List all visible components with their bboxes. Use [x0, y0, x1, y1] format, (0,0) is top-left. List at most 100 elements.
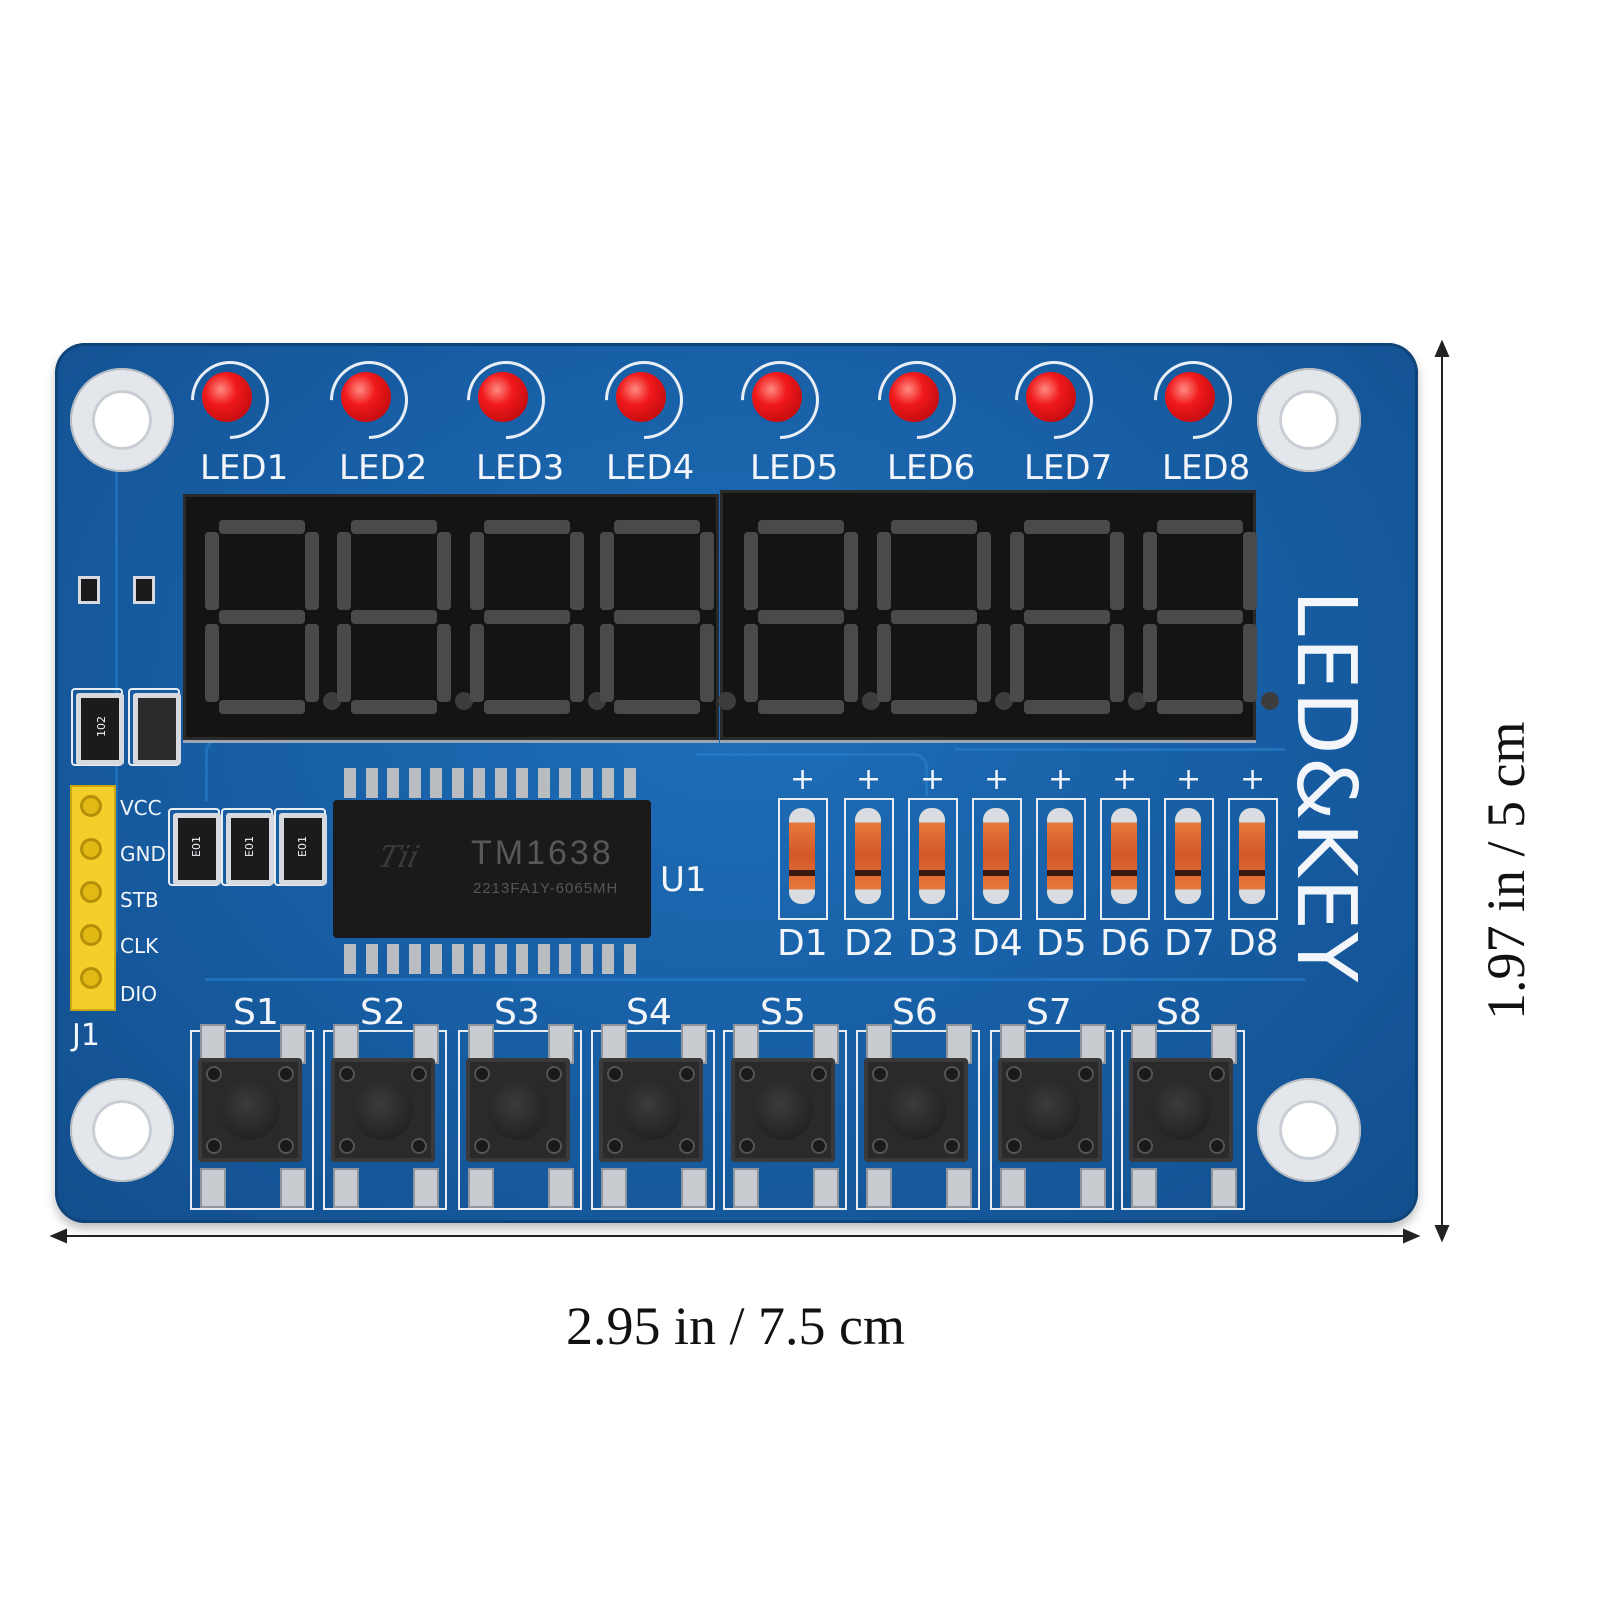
led-label: LED3	[476, 448, 565, 488]
height-dimension-label: 1.97 in / 5 cm	[1476, 721, 1536, 1020]
switch-button[interactable]	[220, 1080, 280, 1140]
mounting-hole-top-right	[1257, 368, 1361, 472]
switch-outline	[190, 1030, 314, 1210]
switch-label: S7	[1026, 992, 1072, 1033]
switch-corner-dot	[607, 1066, 623, 1082]
chip-pin	[365, 768, 378, 798]
red-led	[478, 372, 528, 422]
switch-outline	[856, 1030, 980, 1210]
pin-label-vcc: VCC	[120, 796, 162, 820]
display-segment	[437, 532, 451, 610]
decimal-point	[718, 692, 736, 710]
diode-polarity-mark: +	[984, 762, 1010, 797]
arrow-left-icon	[49, 1228, 67, 1244]
display-segment	[305, 624, 319, 702]
tactile-switch[interactable]	[599, 1058, 703, 1162]
tactile-switch[interactable]	[198, 1058, 302, 1162]
switch-button[interactable]	[353, 1080, 413, 1140]
switch-button[interactable]	[886, 1080, 946, 1140]
switch-corner-dot	[944, 1066, 960, 1082]
diode-outline	[1228, 798, 1278, 920]
switch-button[interactable]	[621, 1080, 681, 1140]
display-segment	[205, 624, 219, 702]
switch-leg	[1131, 1168, 1157, 1208]
display-segment	[1110, 532, 1124, 610]
display-segment	[1157, 700, 1243, 714]
trace	[955, 748, 1285, 771]
switch-leg	[946, 1168, 972, 1208]
diode	[1111, 808, 1137, 904]
switch-leg	[1080, 1168, 1106, 1208]
display-segment	[891, 610, 977, 624]
switch-leg	[866, 1024, 892, 1064]
diode	[983, 808, 1009, 904]
display-segment	[337, 624, 351, 702]
switch-leg	[813, 1168, 839, 1208]
switch-leg	[681, 1024, 707, 1064]
switch-corner-dot	[1209, 1066, 1225, 1082]
display-segment	[484, 610, 570, 624]
pin-label-stb: STB	[120, 888, 159, 912]
chip-pin	[494, 768, 507, 798]
switch-outline	[1121, 1030, 1245, 1210]
tactile-switch[interactable]	[466, 1058, 570, 1162]
display-segment	[205, 532, 219, 610]
display-segment	[351, 700, 437, 714]
switch-label: S6	[892, 992, 938, 1033]
display-segment	[1024, 520, 1110, 534]
red-led	[341, 372, 391, 422]
display-segment	[1243, 532, 1257, 610]
display-segment	[700, 532, 714, 610]
diode-label: D3	[908, 923, 959, 964]
display-segment	[1243, 624, 1257, 702]
display-segment	[977, 624, 991, 702]
diode-label: D8	[1228, 923, 1279, 964]
display-segment	[470, 532, 484, 610]
diode-outline	[1036, 798, 1086, 920]
header-pin	[80, 967, 102, 989]
chip-pin	[430, 768, 442, 798]
switch-corner-dot	[607, 1138, 623, 1154]
decimal-point	[995, 692, 1013, 710]
header-pin	[80, 881, 102, 903]
switch-button[interactable]	[1151, 1080, 1211, 1140]
header-pin	[80, 838, 102, 860]
diode-outline	[844, 798, 894, 920]
tactile-switch[interactable]	[864, 1058, 968, 1162]
smd-capacitor: E01	[279, 813, 327, 885]
display-segment	[437, 624, 451, 702]
switch-leg	[280, 1168, 306, 1208]
tactile-switch[interactable]	[998, 1058, 1102, 1162]
diode-polarity-mark: +	[856, 762, 882, 797]
tactile-switch[interactable]	[331, 1058, 435, 1162]
chip-pin	[408, 768, 421, 798]
tactile-switch[interactable]	[1129, 1058, 1233, 1162]
switch-label: S5	[760, 992, 806, 1033]
display-segment	[877, 532, 891, 610]
switch-corner-dot	[411, 1138, 427, 1154]
chip-pin	[516, 768, 528, 798]
width-dimension-label: 2.95 in / 7.5 cm	[566, 1296, 905, 1356]
switch-corner-dot	[944, 1138, 960, 1154]
trace	[695, 753, 928, 796]
chip-pin	[580, 768, 593, 798]
display-segment	[470, 624, 484, 702]
switch-button[interactable]	[1020, 1080, 1080, 1140]
switch-corner-dot	[811, 1066, 827, 1082]
smd-capacitor: E01	[173, 813, 221, 885]
switch-corner-dot	[739, 1066, 755, 1082]
led-label: LED8	[1162, 448, 1251, 488]
switch-button[interactable]	[753, 1080, 813, 1140]
display-segment	[1110, 624, 1124, 702]
chip-pin	[344, 944, 356, 974]
switch-button[interactable]	[488, 1080, 548, 1140]
switch-corner-dot	[679, 1138, 695, 1154]
chip-pin	[387, 768, 399, 798]
chip-pin	[408, 944, 421, 974]
tactile-switch[interactable]	[731, 1058, 835, 1162]
red-led	[889, 372, 939, 422]
pin-label-clk: CLK	[120, 934, 159, 958]
led-label: LED7	[1024, 448, 1113, 488]
switch-corner-dot	[474, 1066, 490, 1082]
switch-outline	[458, 1030, 582, 1210]
